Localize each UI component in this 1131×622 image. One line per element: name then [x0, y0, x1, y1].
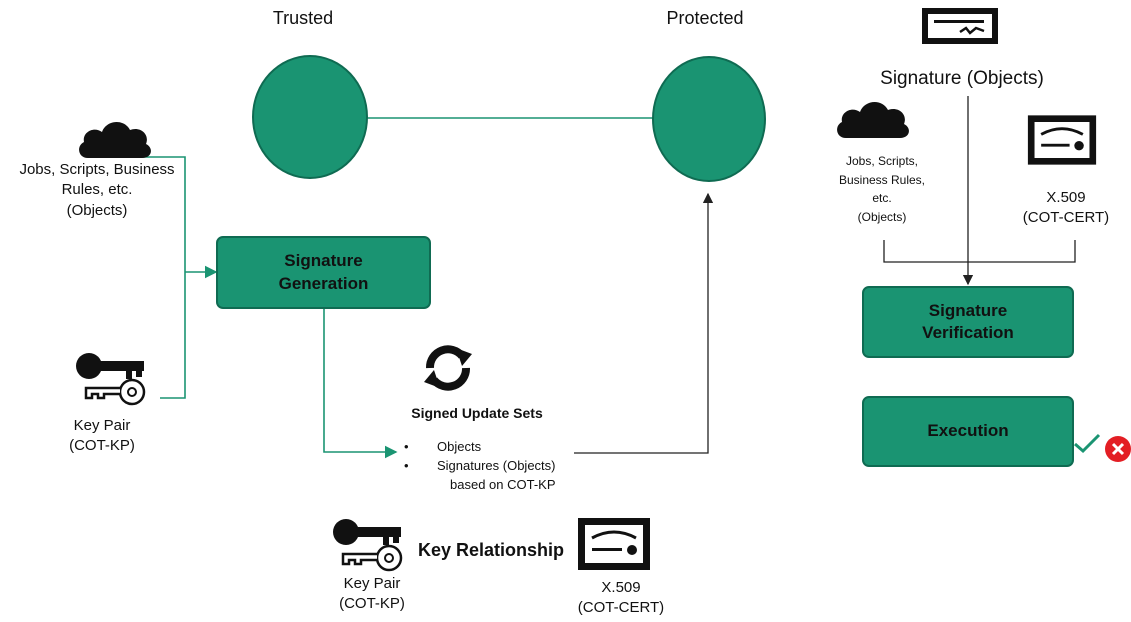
list-item: •Objects	[404, 439, 482, 454]
updates-to-protected-arrow	[574, 192, 714, 454]
right-inputs-bracket	[883, 240, 1076, 263]
signed-update-sets-list: •Objects •Signatures (Objects) based on …	[404, 438, 556, 495]
left-keypair-label: Key Pair (COT-KP)	[69, 417, 135, 455]
trusted-zone-ellipse	[252, 55, 368, 179]
protected-zone-ellipse	[652, 56, 766, 182]
protected-label: Protected	[666, 8, 744, 28]
list-item: •Signatures (Objects)	[404, 457, 556, 473]
signed-update-sets-title: Signed Update Sets	[411, 405, 543, 421]
sync-icon	[424, 345, 472, 391]
check-icon	[1074, 433, 1101, 454]
execution-box: Execution	[862, 396, 1074, 467]
objects-connector	[140, 156, 186, 272]
cloud-icon	[79, 121, 151, 158]
key-relationship-label: Key Relationship	[418, 540, 565, 560]
certificate-icon	[1027, 115, 1097, 165]
key-pair-icon	[76, 353, 146, 406]
right-objects-label: Jobs, Scripts, Business Rules, etc. (Obj…	[838, 154, 926, 224]
left-objects-label: Jobs, Scripts, Business Rules, etc. (Obj…	[19, 161, 175, 219]
certificate-icon	[578, 518, 650, 570]
center-cert-label: X.509 (COT-CERT)	[577, 579, 665, 617]
generation-to-updates-arrow	[323, 308, 398, 459]
keypair-connector	[160, 272, 186, 399]
signature-objects-label: Signature (Objects)	[880, 68, 1044, 89]
right-cert-label: X.509 (COT-CERT)	[1022, 189, 1110, 227]
signature-document-icon	[922, 8, 998, 44]
trusted-label: Trusted	[272, 8, 334, 28]
center-keypair-label: Key Pair (COT-KP)	[339, 575, 405, 613]
error-icon	[1105, 436, 1131, 462]
cloud-icon	[837, 101, 909, 138]
key-pair-icon	[333, 519, 403, 572]
list-item: based on COT-KP	[450, 476, 556, 492]
